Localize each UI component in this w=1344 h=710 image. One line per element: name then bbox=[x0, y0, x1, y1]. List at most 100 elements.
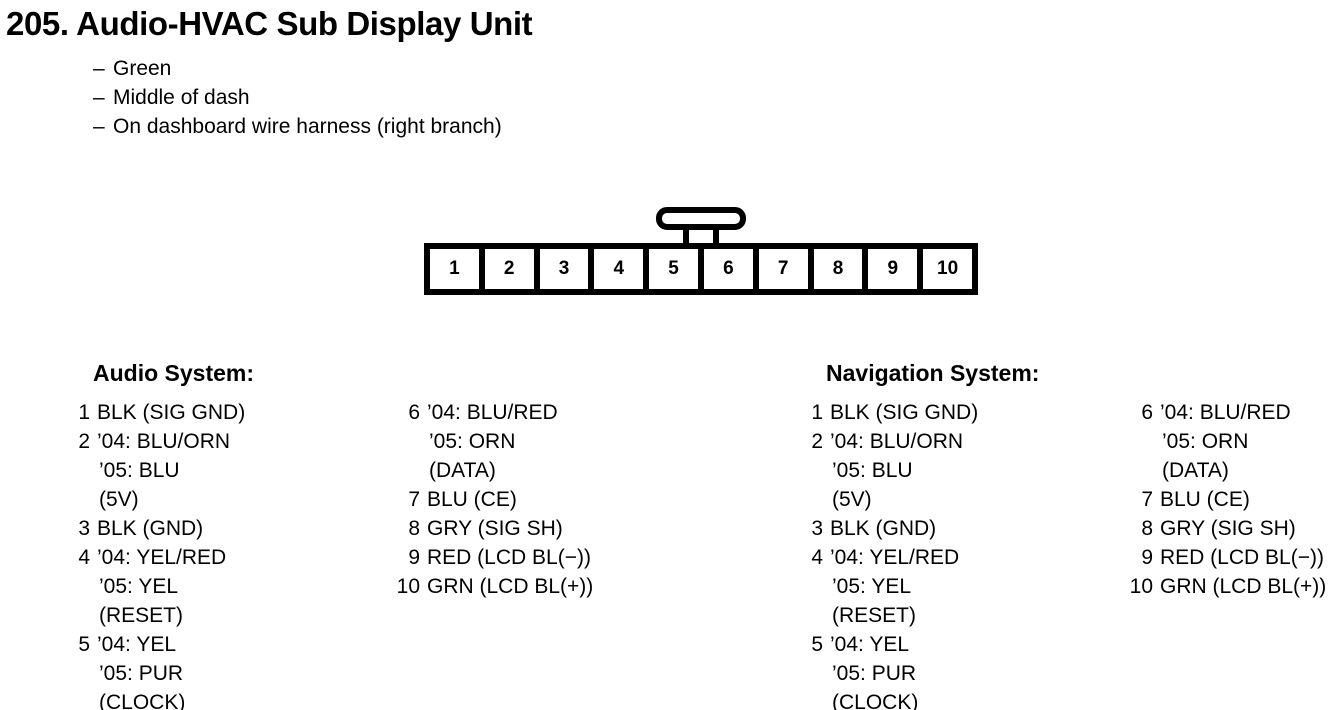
pin-description-line: ’04: BLU/RED bbox=[427, 401, 558, 424]
pin-description-line: GRN (LCD BL(+)) bbox=[427, 575, 594, 598]
pin-description: ’04: BLU/RED’05: ORN(DATA) bbox=[427, 398, 558, 485]
connector-pin-2: 2 bbox=[484, 249, 540, 289]
description-bullet-list: –Green–Middle of dash–On dashboard wire … bbox=[93, 54, 502, 141]
pin-description-line: BLU (CE) bbox=[1160, 488, 1250, 511]
pin-description: ’04: BLU/RED ’05: ORN (DATA) bbox=[1160, 398, 1291, 485]
connector-pin-5: 5 bbox=[649, 249, 704, 289]
pin-entry-7: 7 BLU (CE) bbox=[1125, 485, 1344, 514]
pin-description-line: ’05: BLU bbox=[99, 459, 180, 482]
connector-locking-tab-icon bbox=[656, 207, 746, 230]
pin-description-line: GRY (SIG SH) bbox=[427, 517, 563, 540]
section-title-audio: Audio System: bbox=[93, 360, 255, 386]
pin-description-line: BLK (GND) bbox=[830, 517, 937, 540]
pin-description-line: (RESET) bbox=[832, 604, 916, 627]
pin-description-line: BLU (CE) bbox=[427, 488, 517, 511]
pin-description: GRY (SIG SH) bbox=[427, 514, 563, 543]
pin-number: 4 bbox=[78, 546, 90, 569]
pin-description-line: ’04: YEL bbox=[830, 633, 910, 656]
pin-entry-10: 10 GRN (LCD BL(+)) bbox=[1125, 572, 1344, 601]
pin-entry-4: 4’04: YEL/RED’05: YEL(RESET) bbox=[62, 543, 392, 630]
pin-number: 2 bbox=[78, 430, 90, 453]
pin-description-line: GRN (LCD BL(+)) bbox=[1160, 575, 1327, 598]
pin-description-line: ’05: YEL bbox=[99, 575, 179, 598]
pin-number: 6 bbox=[408, 401, 420, 424]
pin-description: BLU (CE) bbox=[1160, 485, 1250, 514]
pin-number: 3 bbox=[811, 517, 823, 540]
pin-description-line: ’04: YEL bbox=[97, 633, 177, 656]
pin-number: 1 bbox=[78, 401, 90, 424]
pin-description: BLK (SIG GND) bbox=[97, 398, 245, 427]
pin-entry-8: 8 GRY (SIG SH) bbox=[392, 514, 622, 543]
connector-pin-9: 9 bbox=[868, 249, 924, 289]
pin-number: 10 bbox=[1129, 575, 1153, 598]
bullet-item: –Green bbox=[93, 54, 502, 83]
section-title-navigation: Navigation System: bbox=[826, 360, 1040, 386]
pin-entry-2: 2’04: BLU/ORN’05: BLU(5V) bbox=[62, 427, 392, 514]
pin-description-line: BLK (GND) bbox=[97, 517, 204, 540]
pin-description-line: ’04: YEL/RED bbox=[830, 546, 960, 569]
pin-description-line: ’05: ORN bbox=[429, 430, 516, 453]
pin-entry-5: 5’04: YEL’05: PUR(CLOCK) bbox=[62, 630, 392, 710]
pin-description-line: (RESET) bbox=[99, 604, 183, 627]
bullet-item: –On dashboard wire harness (right branch… bbox=[93, 112, 502, 141]
pin-description-line: ’05: PUR bbox=[832, 662, 917, 685]
connector-pin-8: 8 bbox=[813, 249, 869, 289]
pin-description-line: RED (LCD BL(−)) bbox=[427, 546, 591, 569]
connector-pin-10: 10 bbox=[923, 249, 972, 289]
pin-entry-4: 4’04: YEL/RED’05: YEL(RESET) bbox=[795, 543, 1125, 630]
pin-description-line: ’05: PUR bbox=[99, 662, 184, 685]
pin-description: GRN (LCD BL(+)) bbox=[427, 572, 593, 601]
pin-description-line: ’04: BLU/RED bbox=[1160, 401, 1291, 424]
pin-entry-1: 1 BLK (SIG GND) bbox=[62, 398, 392, 427]
pin-entry-10: 10 GRN (LCD BL(+)) bbox=[392, 572, 622, 601]
pin-description-line: ’05: YEL bbox=[832, 575, 912, 598]
pin-description: ’04: YEL ’05: PUR (CLOCK) bbox=[830, 630, 918, 710]
bullet-dash-icon: – bbox=[93, 115, 105, 138]
pin-number: 5 bbox=[811, 633, 823, 656]
pin-description: ’04: YEL/RED ’05: YEL (RESET) bbox=[830, 543, 959, 630]
pin-entry-6: 6’04: BLU/RED’05: ORN(DATA) bbox=[392, 398, 622, 485]
pin-description-line: ’05: ORN bbox=[1162, 430, 1249, 453]
bullet-label: Green bbox=[113, 57, 172, 80]
pin-description: ’04: BLU/ORN’05: BLU(5V) bbox=[97, 427, 230, 514]
connector-pin-7: 7 bbox=[758, 249, 814, 289]
bullet-label: Middle of dash bbox=[113, 86, 250, 109]
pin-description: BLK (SIG GND) bbox=[830, 398, 978, 427]
connector-pin-6: 6 bbox=[703, 249, 759, 289]
pin-description-line: ’05: BLU bbox=[832, 459, 913, 482]
pin-description-line: RED (LCD BL(−)) bbox=[1160, 546, 1324, 569]
pin-description-line: ’04: BLU/ORN bbox=[830, 430, 964, 453]
pin-number: 8 bbox=[408, 517, 420, 540]
connector-pin-1: 1 bbox=[430, 249, 485, 289]
pin-entry-9: 9 RED (LCD BL(−)) bbox=[1125, 543, 1344, 572]
bullet-dash-icon: – bbox=[93, 86, 105, 109]
pin-number: 2 bbox=[811, 430, 823, 453]
pin-description: BLU (CE) bbox=[427, 485, 517, 514]
pin-description: GRY (SIG SH) bbox=[1160, 514, 1296, 543]
pin-description-line: (5V) bbox=[99, 488, 139, 511]
connector-pin-3: 3 bbox=[539, 249, 595, 289]
pin-description: ’04: YEL’05: PUR(CLOCK) bbox=[97, 630, 185, 710]
pin-description-line: BLK (SIG GND) bbox=[97, 401, 246, 424]
pin-description: GRN (LCD BL(+)) bbox=[1160, 572, 1326, 601]
pin-number: 10 bbox=[396, 575, 420, 598]
pin-number: 8 bbox=[1141, 517, 1153, 540]
pin-entry-6: 6’04: BLU/RED’05: ORN(DATA) bbox=[1125, 398, 1344, 485]
pin-description-line: (DATA) bbox=[1162, 459, 1229, 482]
pin-description-line: (5V) bbox=[832, 488, 872, 511]
bullet-label: On dashboard wire harness (right branch) bbox=[113, 115, 502, 138]
pin-description-line: (CLOCK) bbox=[832, 691, 919, 710]
pin-number: 9 bbox=[408, 546, 420, 569]
pin-number: 9 bbox=[1141, 546, 1153, 569]
pin-number: 3 bbox=[78, 517, 90, 540]
pin-number: 7 bbox=[1141, 488, 1153, 511]
bullet-item: –Middle of dash bbox=[93, 83, 502, 112]
